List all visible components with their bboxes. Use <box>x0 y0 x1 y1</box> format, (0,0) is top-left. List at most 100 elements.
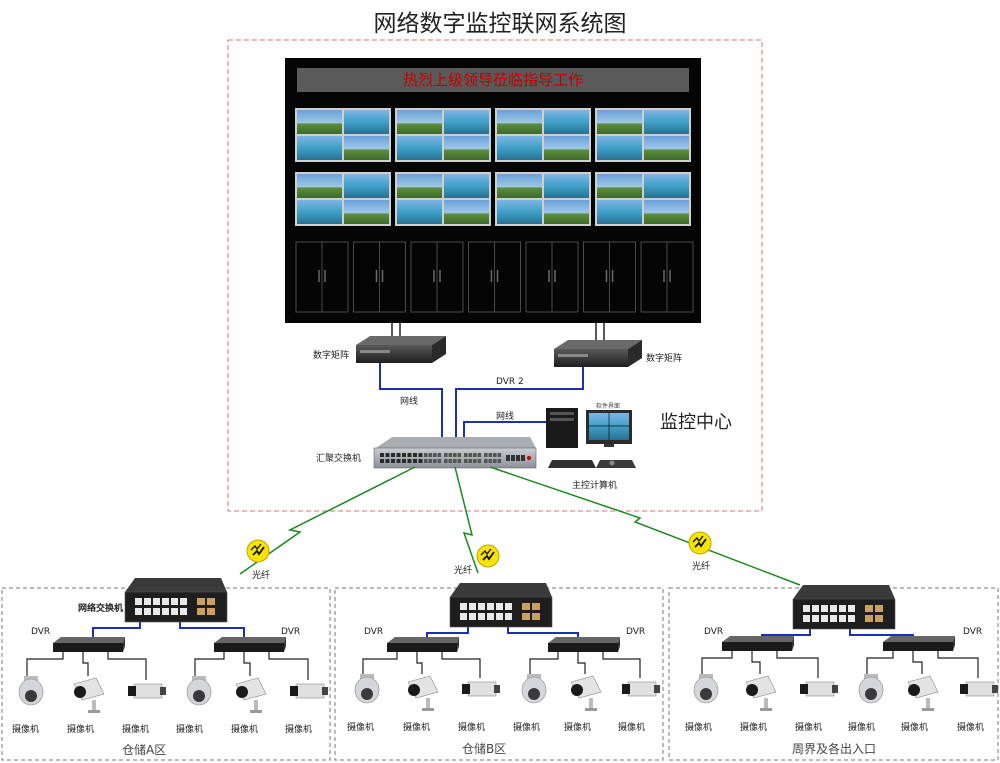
zone-a-dvr-left-label: DVR <box>31 627 51 637</box>
video-screen-tile <box>297 136 342 160</box>
video-screen-group <box>495 108 591 162</box>
cabinet-door <box>640 241 694 313</box>
dvr-recorder <box>548 637 620 652</box>
cabinet-door <box>468 241 521 313</box>
cabinet-door <box>410 241 464 313</box>
monitor-screen-caption: 软件界面 <box>596 403 621 410</box>
cabinet-door <box>353 241 406 313</box>
video-screen-tile <box>297 174 342 198</box>
video-screen-tile <box>297 110 342 134</box>
digital-matrix-left <box>356 336 446 363</box>
video-screen-group <box>295 108 391 162</box>
monitoring-center-boundary <box>227 39 763 512</box>
dome-camera-icon <box>693 674 719 704</box>
video-screen-tile <box>444 136 489 160</box>
edge-switch <box>124 578 228 623</box>
dvr-recorder <box>53 637 125 652</box>
core-switch-label: 汇聚交换机 <box>316 454 362 464</box>
zone-network-group <box>693 585 998 711</box>
dome-camera-icon <box>18 676 44 706</box>
network-switch-label: 网络交换机 <box>78 604 124 614</box>
dvr-recorder <box>722 636 794 651</box>
dome-camera-icon <box>186 676 212 706</box>
zone-a-camera-label: 摄像机 <box>12 725 40 735</box>
cabinet-door <box>295 241 349 313</box>
camera-icon <box>73 677 105 713</box>
camera-icon <box>745 675 777 711</box>
video-wall-cabinets <box>295 241 694 313</box>
video-screen-group <box>295 172 391 226</box>
video-screen-tile <box>397 110 442 134</box>
zone-c-camera-label: 摄像机 <box>740 723 768 733</box>
digital-matrix-right <box>554 340 642 367</box>
matrix-right-label: 数字矩阵 <box>646 354 683 364</box>
dvr-recorder <box>387 637 459 652</box>
video-screen-tile <box>644 200 689 224</box>
zone-a-name: 仓储A区 <box>122 743 167 757</box>
lightning-icon <box>246 539 270 563</box>
video-screen-group <box>395 172 491 226</box>
video-screen-tile <box>497 110 542 134</box>
video-screen-tile <box>344 136 389 160</box>
zone-c-name: 周界及各出入口 <box>792 742 877 756</box>
camera-icon <box>907 675 939 711</box>
dome-camera-icon <box>354 674 380 704</box>
zone-b-camera-label: 摄像机 <box>618 723 646 733</box>
host-computer <box>546 408 636 468</box>
zone-b-camera-label: 摄像机 <box>403 723 431 733</box>
zone-a-dvr-right-label: DVR <box>281 627 301 637</box>
lightning-icon <box>476 544 500 568</box>
zone-a-camera-label: 摄像机 <box>67 725 95 735</box>
fiber-label-mid: 光纤 <box>454 566 473 576</box>
video-screen-tile <box>644 174 689 198</box>
zone-c-camera-label: 摄像机 <box>957 723 985 733</box>
lightning-icon <box>688 531 712 555</box>
video-screen-tile <box>544 110 589 134</box>
zone-equipment <box>18 578 998 713</box>
video-wall-banner: 热烈上级领导莅临指导工作 <box>297 68 689 92</box>
diagram-title: 网络数字监控联网系统图 <box>373 11 627 37</box>
video-screen-tile <box>544 136 589 160</box>
zone-a-camera-label: 摄像机 <box>176 725 204 735</box>
core-switch <box>373 437 537 469</box>
camera-icon <box>570 675 602 711</box>
video-screen-group <box>595 108 691 162</box>
network-cable-label-2: 网线 <box>496 412 515 422</box>
camera-icon <box>800 681 838 697</box>
video-screen-tile <box>444 200 489 224</box>
camera-icon <box>290 683 328 699</box>
camera-icon <box>462 681 500 697</box>
zone-network-group <box>354 583 660 711</box>
zone-c-camera-label: 摄像机 <box>848 723 876 733</box>
video-screen-tile <box>444 110 489 134</box>
network-cable-label: 网线 <box>400 397 419 407</box>
cabinet-door <box>583 241 636 313</box>
video-screen-tile <box>444 174 489 198</box>
video-screen-tile <box>644 136 689 160</box>
video-screen-tile <box>397 136 442 160</box>
zone-a-camera-label: 摄像机 <box>122 725 150 735</box>
camera-icon <box>235 677 267 713</box>
video-screen-tile <box>497 136 542 160</box>
zone-c-camera-label: 摄像机 <box>685 723 713 733</box>
zone-c-dvr-left-label: DVR <box>704 627 724 637</box>
cabinet-door <box>525 241 579 313</box>
fiber-label-left: 光纤 <box>252 571 271 581</box>
video-screen-tile <box>397 174 442 198</box>
video-screen-tile <box>344 200 389 224</box>
video-screen-group <box>495 172 591 226</box>
zone-b-camera-label: 摄像机 <box>513 723 541 733</box>
camera-icon <box>128 683 166 699</box>
camera-icon <box>960 681 998 697</box>
video-screen-tile <box>397 200 442 224</box>
zone-c-dvr-right-label: DVR <box>963 627 983 637</box>
dvr-recorder <box>214 637 286 652</box>
video-screen-group <box>395 108 491 162</box>
center-network-cables <box>379 363 584 440</box>
video-wall-screens <box>295 108 691 226</box>
zone-b-dvr-right-label: DVR <box>626 627 646 637</box>
matrix-left-label: 数字矩阵 <box>313 351 350 361</box>
zone-network-group <box>18 578 328 713</box>
video-screen-tile <box>544 174 589 198</box>
zone-a-camera-label: 摄像机 <box>285 725 313 735</box>
